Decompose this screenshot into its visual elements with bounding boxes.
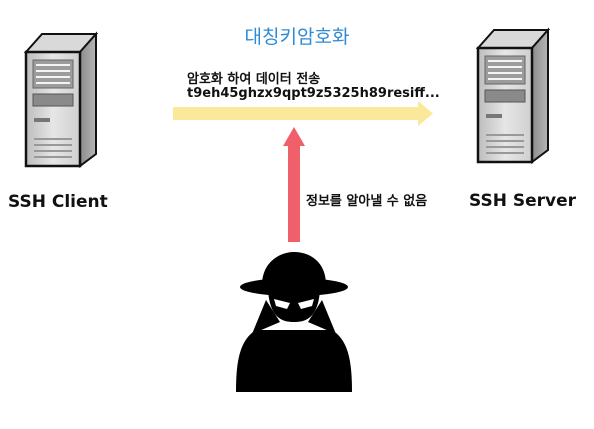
ciphertext-sample: t9eh45ghzx9qpt9z5325h89resiff... bbox=[187, 86, 440, 101]
transfer-arrow bbox=[173, 101, 433, 126]
server-tower-icon bbox=[475, 27, 551, 164]
diagram-title: 대칭키암호화 bbox=[244, 26, 350, 48]
client-server-tower-icon bbox=[23, 31, 99, 168]
attacker-caption: 정보를 알아낼 수 없음 bbox=[306, 194, 428, 209]
spy-icon bbox=[236, 252, 352, 392]
client-label: SSH Client bbox=[8, 192, 108, 212]
transfer-message: 암호화 하여 데이터 전송 bbox=[187, 72, 321, 87]
attack-arrow bbox=[283, 127, 305, 242]
server-label: SSH Server bbox=[469, 191, 577, 211]
